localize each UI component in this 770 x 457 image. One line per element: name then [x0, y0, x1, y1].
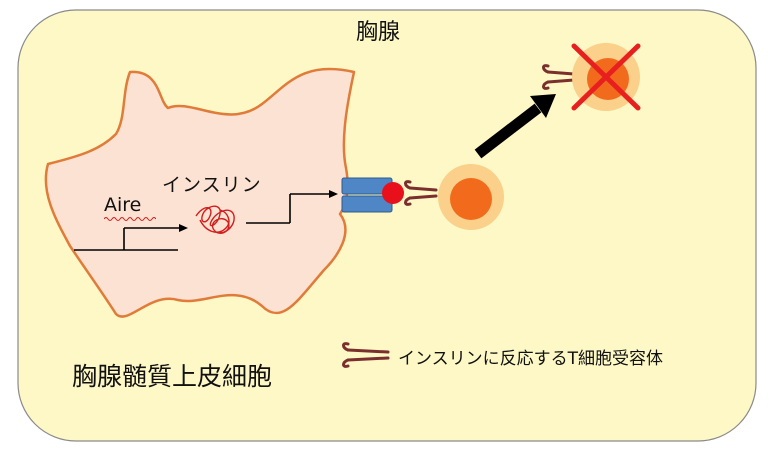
tcr-icon-deleted: [542, 64, 576, 90]
legend-tcr-icon: [342, 342, 390, 368]
aire-gene-label: Aire: [104, 194, 142, 216]
arrow-icon: [474, 94, 556, 159]
insulin-label: インスリン: [162, 174, 262, 196]
thymus-label: 胸腺: [356, 20, 401, 45]
tcr-icon: [404, 180, 438, 206]
translation-arrow-icon: [246, 190, 338, 224]
t-cell-icon: [438, 164, 504, 230]
spellcheck-underline: [104, 217, 156, 221]
cross-icon: [571, 43, 641, 111]
mtec-cell: [44, 67, 356, 318]
legend-label: インスリンに反応するT細胞受容体: [398, 349, 664, 369]
gene-promoter-icon: [74, 224, 188, 251]
antigen-icon: [382, 182, 404, 204]
mrna-icon: [195, 205, 235, 234]
mhc-icon: [341, 177, 393, 213]
mtec-label: 胸腺髄質上皮細胞: [72, 362, 273, 391]
